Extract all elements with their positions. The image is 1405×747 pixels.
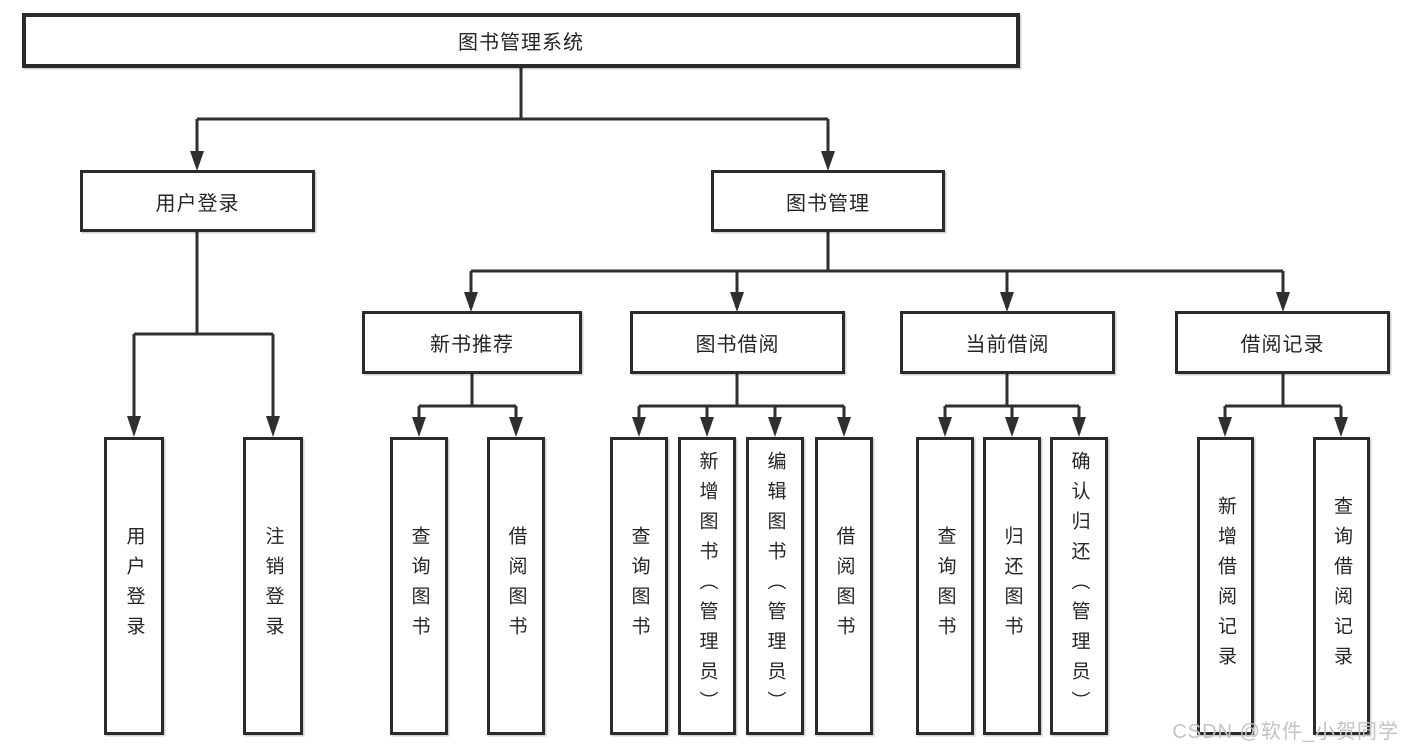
node-current-borrow: 当前借阅 bbox=[900, 311, 1115, 374]
leaf-borrow-add-books-admin: 新增图书（管理员） bbox=[678, 437, 736, 735]
branch-book-management: 图书管理 bbox=[711, 170, 945, 232]
leaf-recommend-query-books: 查询图书 bbox=[390, 437, 448, 735]
leaf-records-add-record: 新增借阅记录 bbox=[1197, 437, 1254, 735]
leaf-user-login: 用户登录 bbox=[104, 437, 164, 735]
leaf-borrow-query-books: 查询图书 bbox=[610, 437, 668, 735]
leaf-borrow-borrow-books: 借阅图书 bbox=[815, 437, 873, 735]
node-new-book-recommend: 新书推荐 bbox=[362, 311, 582, 374]
leaf-records-query-record: 查询借阅记录 bbox=[1313, 437, 1370, 735]
leaf-logout: 注销登录 bbox=[243, 437, 303, 735]
branch-user-login: 用户登录 bbox=[80, 170, 315, 232]
node-borrow-records: 借阅记录 bbox=[1175, 311, 1390, 374]
leaf-current-return-books: 归还图书 bbox=[983, 437, 1041, 735]
root-node-library-system: 图书管理系统 bbox=[22, 13, 1020, 68]
node-book-borrow: 图书借阅 bbox=[630, 311, 845, 374]
leaf-current-confirm-return-admin: 确认归还（管理员） bbox=[1050, 437, 1108, 735]
leaf-borrow-edit-books-admin: 编辑图书（管理员） bbox=[746, 437, 804, 735]
leaf-recommend-borrow-books: 借阅图书 bbox=[487, 437, 545, 735]
leaf-current-query-books: 查询图书 bbox=[916, 437, 974, 735]
csdn-watermark: CSDN @软件_小贺同学 bbox=[1172, 721, 1399, 743]
